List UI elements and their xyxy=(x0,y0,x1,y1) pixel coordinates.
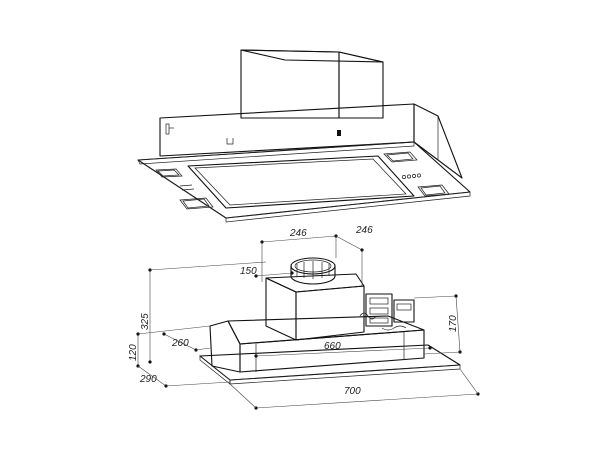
dim-casing-length: 660 xyxy=(324,341,341,352)
dim-box-width: 246 xyxy=(289,228,307,239)
hood-chimney xyxy=(240,49,384,119)
dim-box-depth: 246 xyxy=(355,225,373,236)
casing xyxy=(209,315,425,373)
dim-duct-offset: 150 xyxy=(240,266,257,277)
lamp-icon xyxy=(383,151,418,163)
dim-outer-length: 700 xyxy=(344,386,361,397)
hood-perspective-view xyxy=(137,49,471,223)
dim-total-height: 325 xyxy=(140,313,151,330)
hood-bottom-panel xyxy=(137,141,471,223)
dim-side-height: 170 xyxy=(448,315,459,332)
lamp-icon xyxy=(155,168,183,178)
control-buttons xyxy=(402,173,421,179)
dim-unit-depth: 290 xyxy=(139,374,157,385)
dim-casing-depth: 260 xyxy=(171,338,189,349)
motor-box xyxy=(265,273,365,341)
hood-housing xyxy=(159,103,463,179)
dim-casing-height: 120 xyxy=(128,344,139,361)
dimension-lines xyxy=(136,234,480,410)
motor-unit-view: 246 246 150 325 120 260 290 660 700 170 xyxy=(128,225,480,410)
dimension-labels: 246 246 150 325 120 260 290 660 700 170 xyxy=(128,225,459,397)
duct-collar xyxy=(290,257,336,285)
electronics-block xyxy=(359,293,415,331)
lamp-icon xyxy=(417,184,450,197)
lamp-icon xyxy=(179,197,214,210)
